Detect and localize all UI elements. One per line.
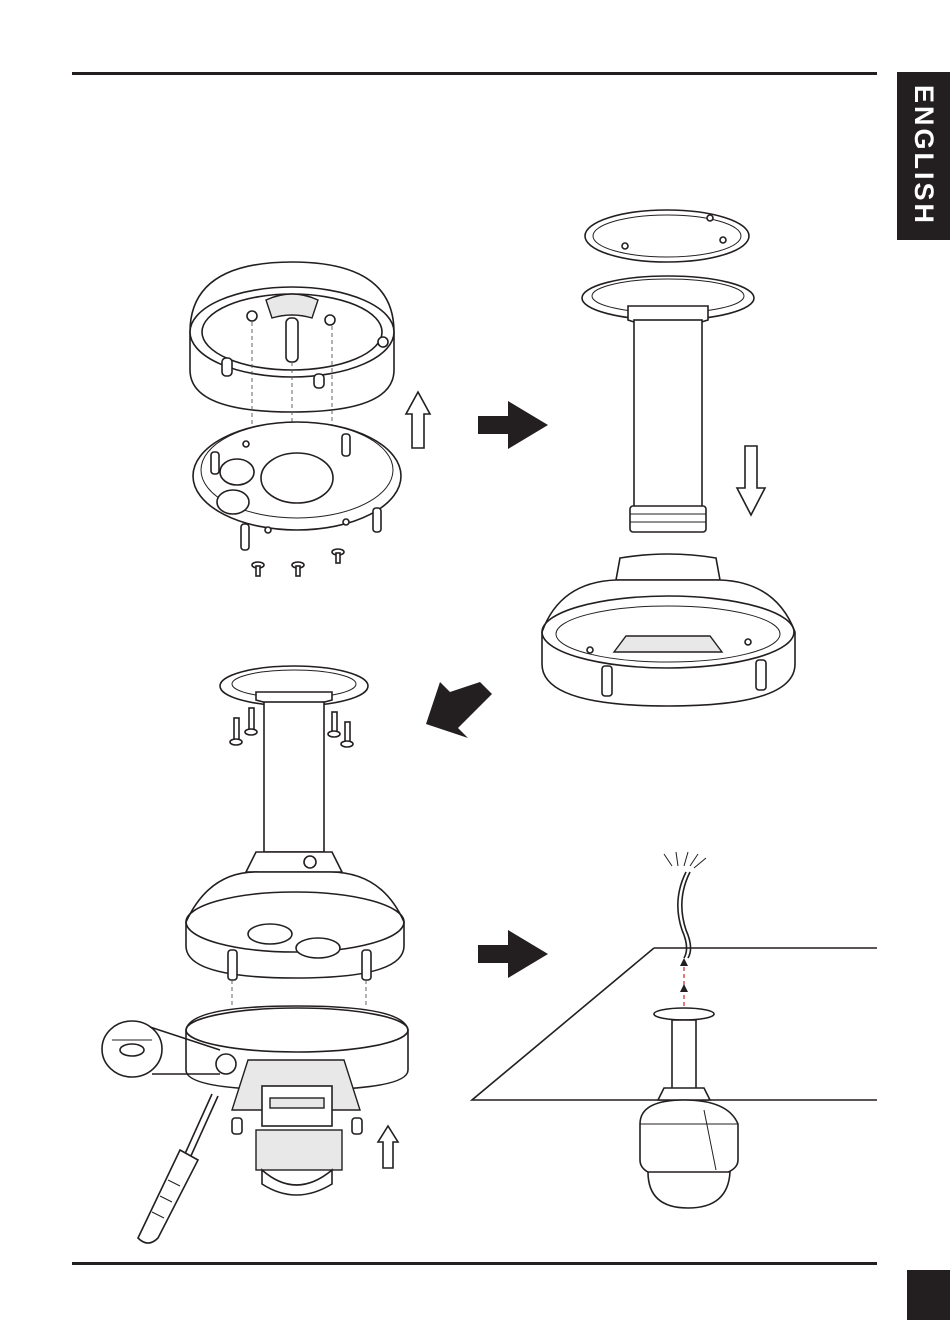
step-2-attach-pendant-mount — [542, 210, 795, 706]
step-arrow-right-2 — [478, 930, 548, 978]
step-4-route-cable-through-ceiling — [472, 852, 877, 1208]
page-number-tab — [907, 1270, 950, 1320]
step-arrow-down-left — [426, 682, 492, 738]
step-1-remove-dome-cover — [190, 262, 430, 576]
step-arrow-right-1 — [478, 401, 548, 449]
step-3-fasten-camera-to-mount — [102, 666, 408, 1243]
footer-rule — [72, 1262, 877, 1265]
